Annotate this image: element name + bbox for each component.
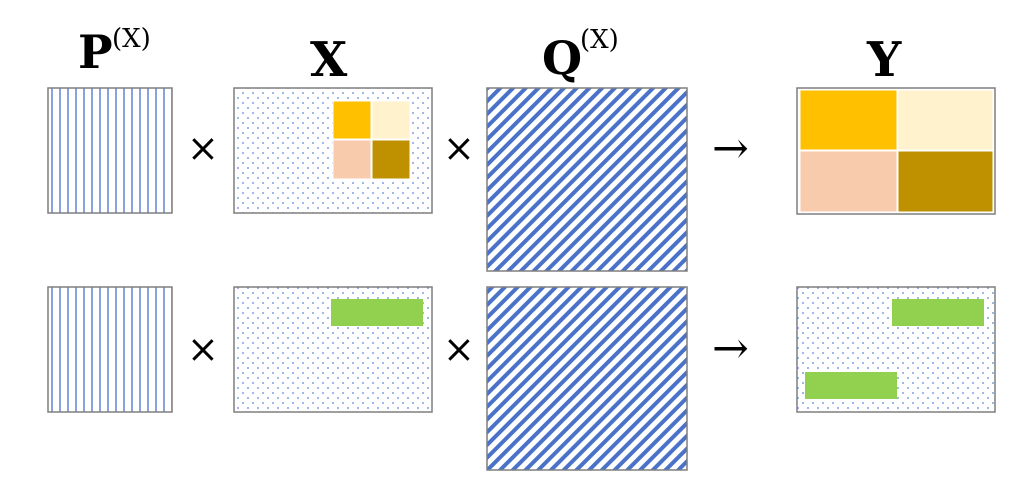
label-q-x: Q (X) (542, 25, 619, 85)
matrix-x-row2 (233, 286, 433, 413)
times-operator-row2-a: × (187, 327, 219, 371)
block-x-bottom-left (332, 139, 372, 180)
block-x-green (331, 299, 423, 326)
matrix-y-row1 (796, 87, 996, 215)
label-q-base: Q (542, 31, 582, 85)
block-y-green-top (892, 299, 984, 326)
times-operator-row2-b: × (443, 327, 475, 371)
matrix-x-row1 (233, 87, 433, 214)
arrow-operator-row1: → (712, 123, 749, 174)
label-x: X (310, 32, 348, 88)
block-y-green-bottom (805, 372, 897, 399)
label-p-x: P (X) (78, 24, 151, 79)
matrix-q-row2 (486, 286, 688, 471)
times-operator-row1-b: × (443, 126, 475, 170)
block-x-bottom-right (371, 139, 411, 180)
times-operator-row1-a: × (187, 126, 219, 170)
label-y: Y (866, 32, 902, 88)
block-y-top-left (799, 89, 898, 151)
block-y-bottom-right (897, 150, 994, 213)
label-q-sup: (X) (580, 25, 619, 55)
block-x-top-right (371, 100, 411, 140)
block-y-top-right (897, 89, 994, 151)
arrow-operator-row2: → (712, 323, 749, 374)
matrix-q-row1 (486, 87, 688, 272)
matrix-p-row2 (47, 286, 173, 413)
label-p-sup: (X) (112, 24, 151, 54)
matrix-p-row1 (47, 87, 173, 214)
block-x-top-left (332, 100, 372, 140)
matrix-y-row2 (796, 286, 996, 413)
label-p-base: P (78, 25, 113, 79)
block-y-bottom-left (799, 150, 898, 213)
